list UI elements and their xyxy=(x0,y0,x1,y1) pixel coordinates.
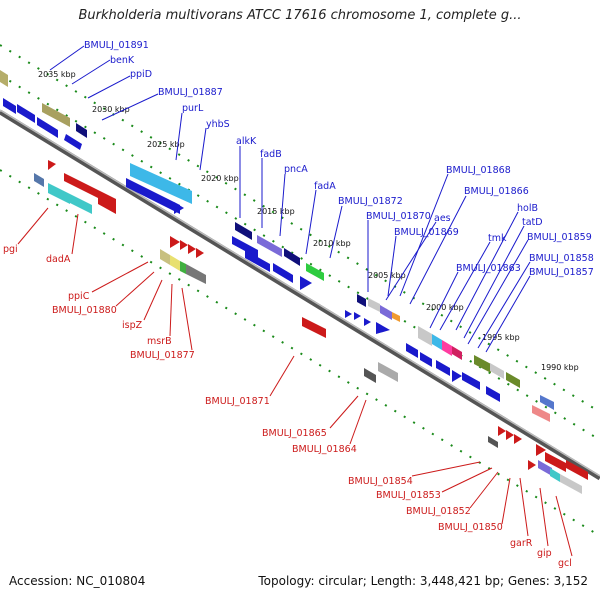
gene-label[interactable]: BMULJ_01866 xyxy=(464,186,529,197)
kbp-tick: 2025 kbp xyxy=(147,140,185,149)
gene-label[interactable]: ppiD xyxy=(130,69,152,80)
gene-label[interactable]: fadB xyxy=(260,149,282,160)
gene-label[interactable]: aes xyxy=(434,213,451,224)
gene-label[interactable]: pgi xyxy=(3,244,18,255)
kbp-tick: 2010 kbp xyxy=(313,239,351,248)
gene-label[interactable]: yhbS xyxy=(206,119,230,130)
gene-label[interactable]: BMULJ_01857 xyxy=(529,267,594,278)
gene-label[interactable]: alkK xyxy=(236,136,257,147)
gene-label[interactable]: BMULJ_01872 xyxy=(338,196,403,207)
kbp-tick: 2035 kbp xyxy=(38,70,76,79)
forward-genes[interactable] xyxy=(0,70,554,422)
gene-label[interactable]: BMULJ_01869 xyxy=(394,227,459,238)
kbp-tick: 1990 kbp xyxy=(541,363,579,372)
gene-label[interactable]: BMULJ_01858 xyxy=(529,253,594,264)
gene-label[interactable]: BMULJ_01852 xyxy=(406,506,471,517)
gene-label[interactable]: BMULJ_01871 xyxy=(205,396,270,407)
map-title: Burkholderia multivorans ATCC 17616 chro… xyxy=(78,8,522,23)
kbp-tick: 2015 kbp xyxy=(257,207,295,216)
kbp-tick: 2000 kbp xyxy=(426,303,464,312)
upper-guide-outer xyxy=(0,44,600,413)
gene-label[interactable]: gip xyxy=(537,548,552,559)
kbp-tick: 1995 kbp xyxy=(482,333,520,342)
gene-label[interactable]: BMULJ_01854 xyxy=(348,476,413,487)
topology-info: Topology: circular; Length: 3,448,421 bp… xyxy=(258,574,588,588)
gene-label[interactable]: BMULJ_01868 xyxy=(446,165,511,176)
reverse-genes[interactable] xyxy=(34,160,588,494)
gene-label[interactable]: tmk xyxy=(488,233,507,244)
upper-guide-inner xyxy=(0,74,600,441)
lower-guide xyxy=(0,169,600,537)
gene-label[interactable]: BMULJ_01859 xyxy=(527,232,592,243)
gene-label[interactable]: BMULJ_01877 xyxy=(130,350,195,361)
accession-info: Accession: NC_010804 xyxy=(9,574,146,588)
gene-label[interactable]: garR xyxy=(510,538,533,549)
gene-label[interactable]: ppiC xyxy=(68,291,90,302)
gene-label[interactable]: fadA xyxy=(314,181,336,192)
gene-label[interactable]: BMULJ_01864 xyxy=(292,444,357,455)
gene-label[interactable]: BMULJ_01880 xyxy=(52,305,117,316)
gene-label[interactable]: tatD xyxy=(522,217,543,228)
gene-label[interactable]: gcl xyxy=(558,558,572,569)
kbp-tick: 2020 kbp xyxy=(201,174,239,183)
gene-label[interactable]: ispZ xyxy=(122,320,143,331)
gene-label[interactable]: pncA xyxy=(284,164,308,175)
gene-label[interactable]: BMULJ_01863 xyxy=(456,263,521,274)
chromosome-backbone xyxy=(0,109,600,481)
gene-label[interactable]: holB xyxy=(517,203,538,214)
gene-label[interactable]: BMULJ_01865 xyxy=(262,428,327,439)
gene-label[interactable]: purL xyxy=(182,103,204,114)
gene-label[interactable]: dadA xyxy=(46,254,71,265)
forward-label-leaders xyxy=(49,45,531,353)
kbp-tick: 2005 kbp xyxy=(368,271,406,280)
gene-label[interactable]: msrB xyxy=(147,336,172,347)
gene-label[interactable]: BMULJ_01850 xyxy=(438,522,503,533)
gene-label[interactable]: BMULJ_01870 xyxy=(366,211,431,222)
reverse-label-leaders xyxy=(17,207,573,557)
gene-label[interactable]: benK xyxy=(110,55,135,66)
gene-label[interactable]: BMULJ_01887 xyxy=(158,87,223,98)
kbp-tick: 2030 kbp xyxy=(92,105,130,114)
gene-label[interactable]: BMULJ_01853 xyxy=(376,490,441,501)
gene-label[interactable]: BMULJ_01891 xyxy=(84,40,149,51)
